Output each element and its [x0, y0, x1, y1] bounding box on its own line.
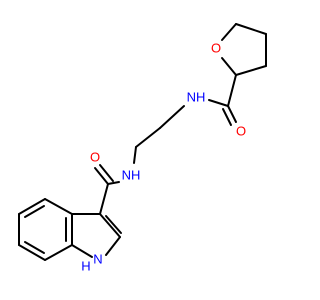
ring-oxygen-label: O	[211, 40, 221, 55]
bond-carbonyl-c3	[99, 183, 109, 215]
bond-nh-left-c	[107, 181, 120, 185]
bond-nh-ch2	[159, 105, 185, 129]
amide-oxygen-left-label: O	[90, 149, 100, 164]
bond-c7-c7a	[44, 244, 73, 261]
bonds	[18, 23, 267, 261]
bond-left-co-1	[94, 167, 109, 185]
bond-right-co-2	[222, 108, 232, 126]
amide-oxygen-right-label: O	[236, 123, 246, 138]
indole-n-label: N	[93, 251, 102, 266]
molecule-structure: O O NH O NH H N	[18, 23, 267, 273]
amide-nh-left-label: NH	[122, 167, 141, 182]
bond-c3a-c4	[44, 198, 73, 215]
bond-thf-o-c1	[221, 57, 237, 76]
bond-c2-n1	[105, 236, 121, 256]
bond-thf-c1-c2	[235, 65, 267, 76]
bond-thf-c3-c4	[235, 23, 267, 35]
bond-right-co-1	[227, 105, 237, 123]
bond-c4-c5-double	[24, 205, 45, 218]
bond-c4-c5	[18, 198, 46, 215]
bond-n1-c7a	[71, 244, 93, 258]
bond-right-c-n	[208, 99, 229, 107]
bond-ch2-ch2	[135, 127, 161, 148]
bond-ch2-nh-left	[133, 146, 137, 164]
atom-labels: O O NH O NH H N	[81, 40, 246, 273]
amide-nh-right-label: NH	[187, 89, 206, 104]
bond-c6-c7-double	[24, 241, 45, 254]
bond-c3-c2	[99, 213, 121, 238]
bond-c6-c7	[18, 244, 46, 261]
indole-h-label: H	[81, 258, 90, 273]
bond-thf-c1-carbonyl	[227, 74, 237, 107]
bond-thf-c4-o	[221, 23, 237, 41]
bond-c3-c2-double	[105, 215, 122, 234]
bond-left-co-2	[99, 164, 114, 182]
